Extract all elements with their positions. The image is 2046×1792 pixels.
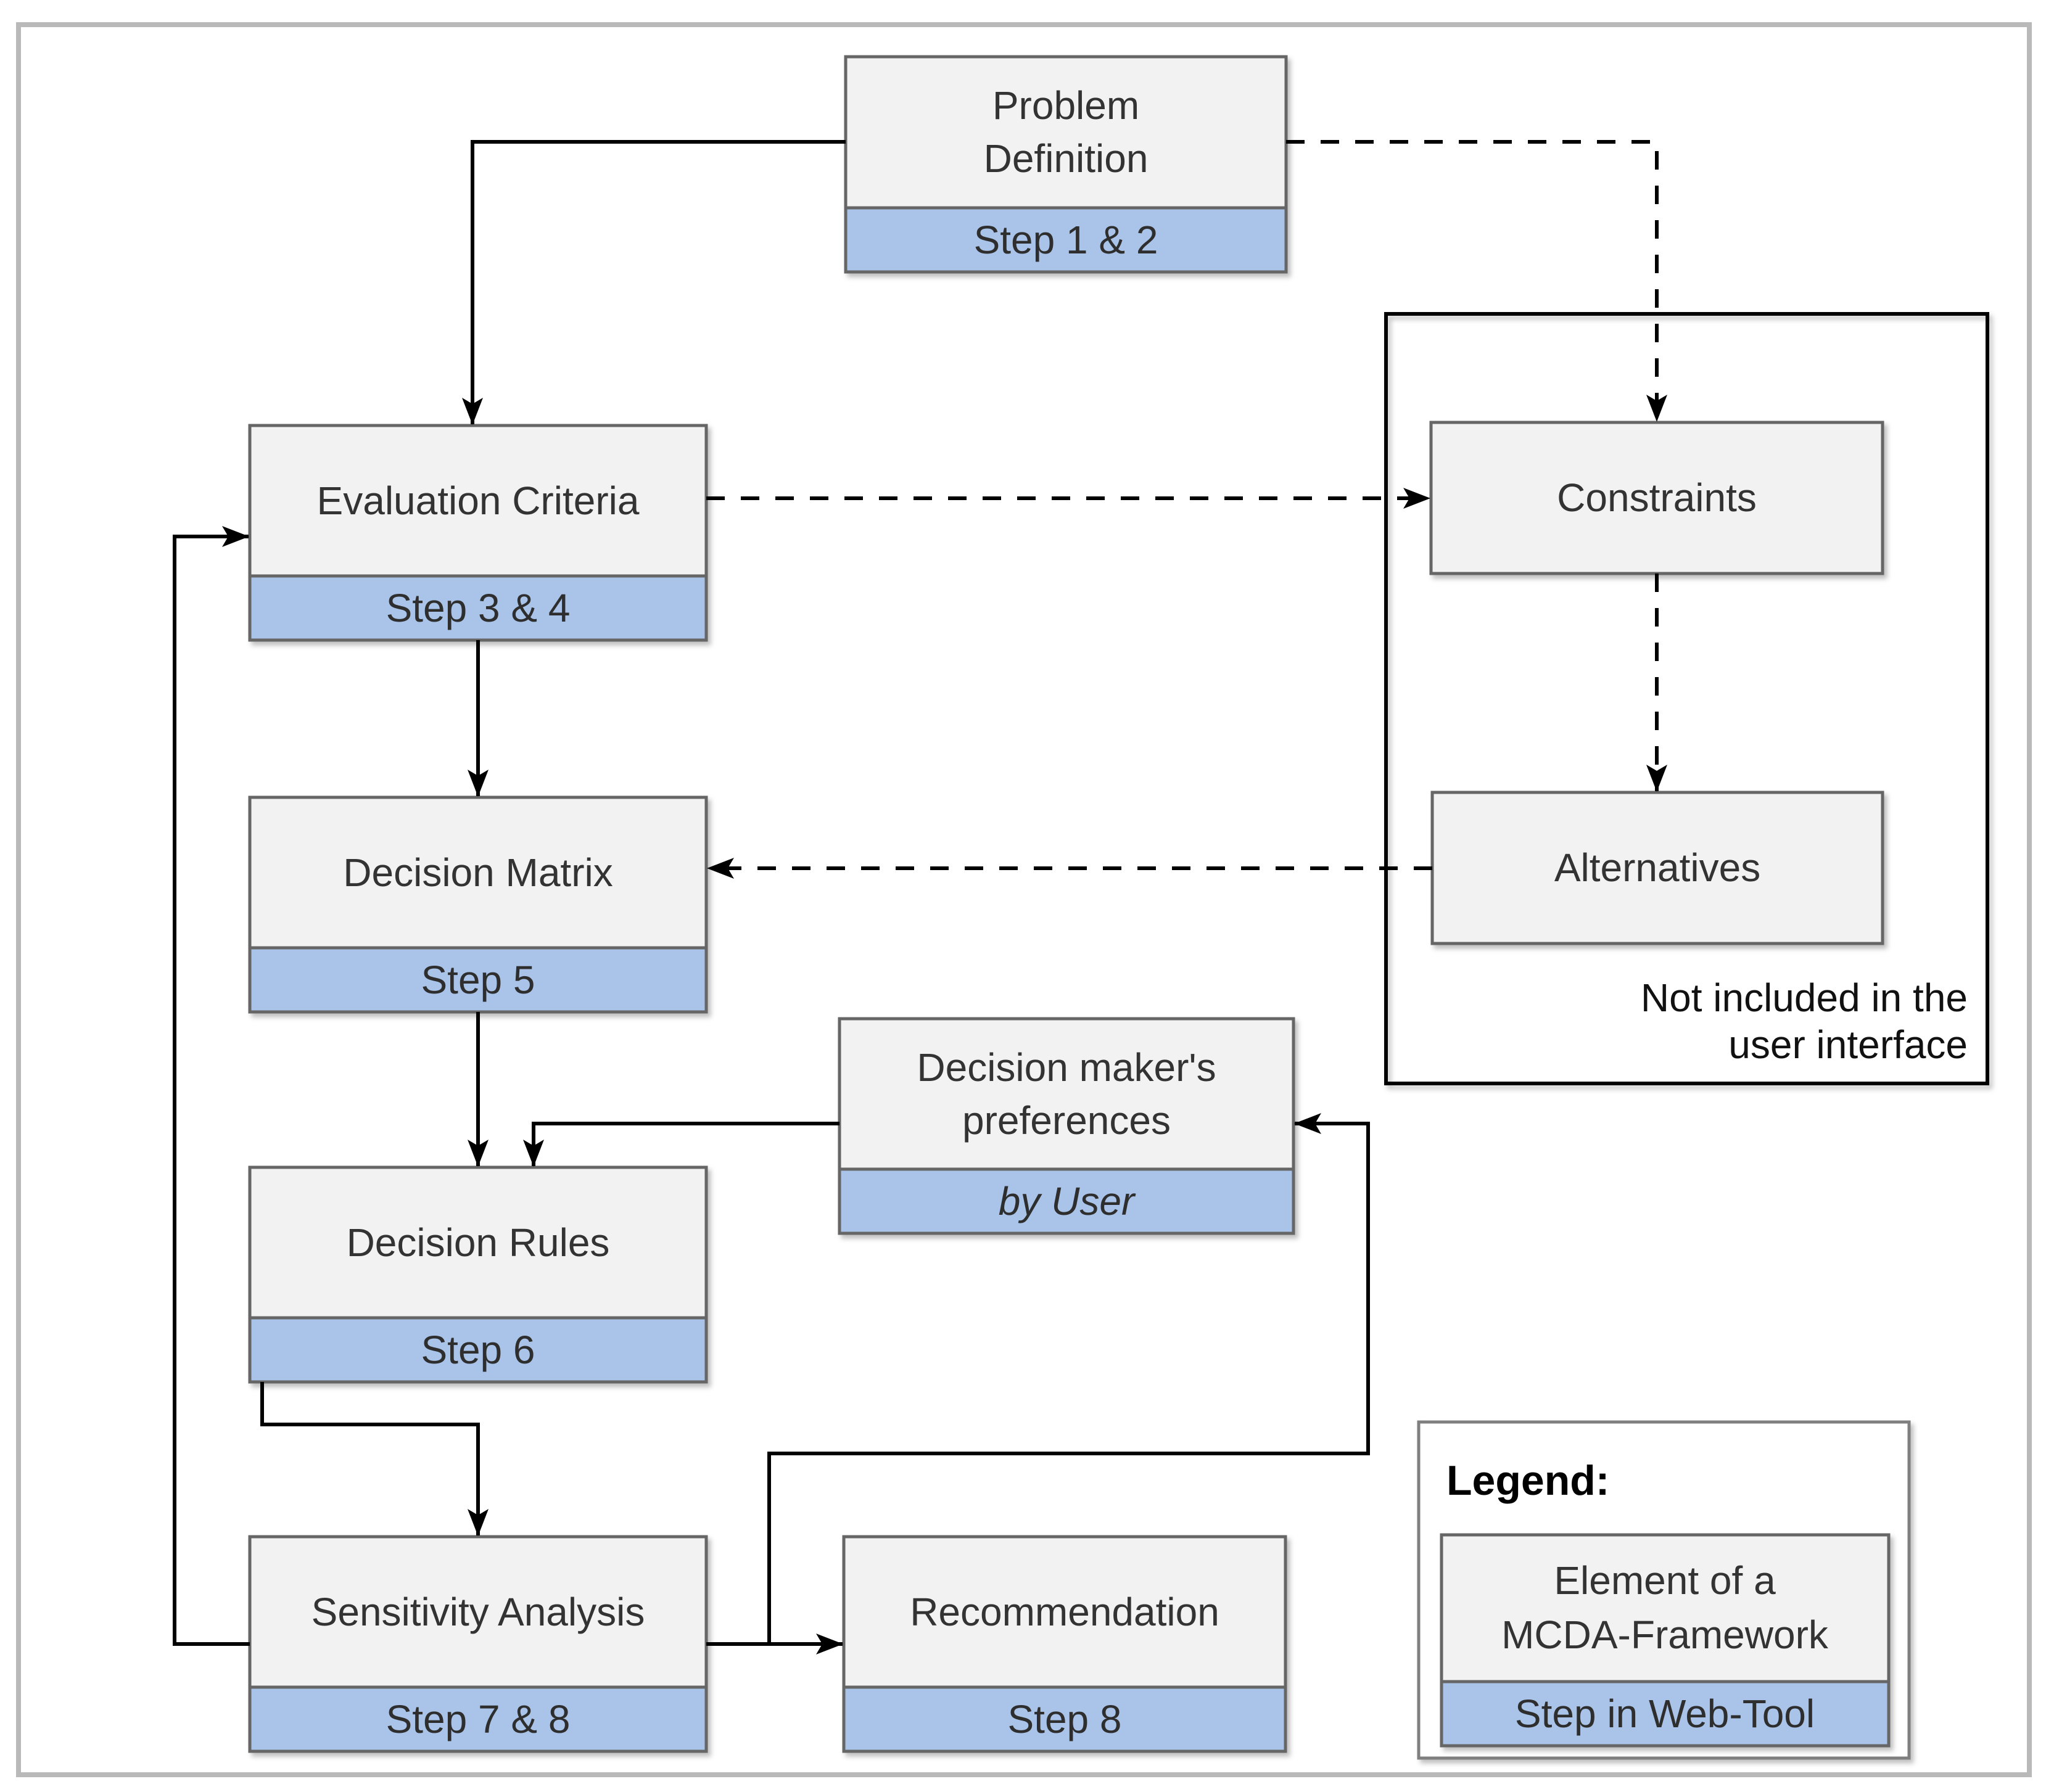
recommendation-step-label: Step 8 (1007, 1697, 1121, 1741)
node-alternatives: Alternatives (1430, 791, 1884, 945)
decision-rules-title: Decision Rules (347, 1220, 610, 1265)
evaluation-criteria-title: Evaluation Criteria (317, 479, 640, 523)
node-recommendation: Recommendation Step 8 (842, 1535, 1287, 1753)
constraints-box (1429, 421, 1884, 575)
sensitivity-analysis-step-label: Step 7 & 8 (386, 1697, 571, 1741)
preferences-title-line1: Decision maker's (917, 1045, 1216, 1090)
node-decision-matrix: Decision Matrix Step 5 (248, 795, 708, 1014)
recommendation-title: Recommendation (910, 1590, 1219, 1634)
sensitivity-analysis-title: Sensitivity Analysis (311, 1590, 645, 1634)
node-problem-definition: Problem Definition Step 1 & 2 (844, 55, 1288, 274)
recommendation-step-band (842, 1685, 1287, 1753)
edge-feedback-to-preferences (767, 1113, 1370, 1644)
decision-matrix-title: Decision Matrix (343, 850, 613, 895)
decision-matrix-step-band (248, 946, 708, 1014)
node-sensitivity-analysis: Sensitivity Analysis Step 7 & 8 (248, 1535, 708, 1753)
problem-definition-title-line2: Definition (984, 136, 1149, 181)
legend: Legend: Element of a MCDA-Framework Step… (1417, 1420, 1911, 1760)
edge-problem-definition-to-constraints (1286, 140, 1667, 422)
legend-element-label-line2: MCDA-Framework (1501, 1613, 1829, 1657)
preferences-step-label: by User (999, 1179, 1136, 1223)
preferences-step-band (838, 1167, 1295, 1235)
node-evaluation-criteria: Evaluation Criteria Step 3 & 4 (248, 424, 708, 642)
legend-title: Legend: (1446, 1457, 1609, 1504)
evaluation-criteria-step-label: Step 3 & 4 (386, 586, 571, 630)
legend-element-label-line1: Element of a (1554, 1558, 1776, 1603)
edge-problem-definition-to-evaluation-criteria (462, 140, 846, 425)
decision-matrix-step-label: Step 5 (421, 958, 535, 1002)
container-note-line2: user interface (1728, 1022, 1968, 1067)
constraints-title: Constraints (1557, 475, 1757, 520)
evaluation-criteria-step-band (248, 574, 708, 642)
container-note-line1: Not included in the (1641, 976, 1968, 1020)
edge-sensitivity-analysis-loop-to-evaluation-criteria (173, 526, 250, 1646)
problem-definition-step-label: Step 1 & 2 (974, 218, 1158, 262)
decision-rules-step-band (248, 1316, 708, 1384)
problem-definition-title-line1: Problem (992, 83, 1139, 128)
page-border (16, 22, 2032, 1777)
edges (173, 140, 1667, 1654)
alternatives-title: Alternatives (1554, 845, 1760, 890)
problem-definition-step-band (844, 206, 1288, 274)
container-not-in-ui: Not included in the user interface (1384, 312, 1989, 1085)
legend-sample-node: Element of a MCDA-Framework Step in Web-… (1440, 1533, 1891, 1748)
preferences-title-line2: preferences (962, 1098, 1171, 1143)
legend-step-label: Step in Web-Tool (1515, 1691, 1815, 1736)
edge-decision-rules-to-sensitivity-analysis (260, 1382, 489, 1536)
container-not-in-ui-border (1384, 312, 1989, 1085)
node-decision-makers-preferences: Decision maker's preferences by User (838, 1017, 1295, 1235)
sensitivity-analysis-step-band (248, 1685, 708, 1753)
legend-sample-step-band (1440, 1680, 1891, 1748)
node-constraints: Constraints (1429, 421, 1884, 575)
edge-preferences-to-decision-rules (523, 1122, 839, 1167)
node-decision-rules: Decision Rules Step 6 (248, 1165, 708, 1384)
decision-rules-step-label: Step 6 (421, 1328, 535, 1372)
